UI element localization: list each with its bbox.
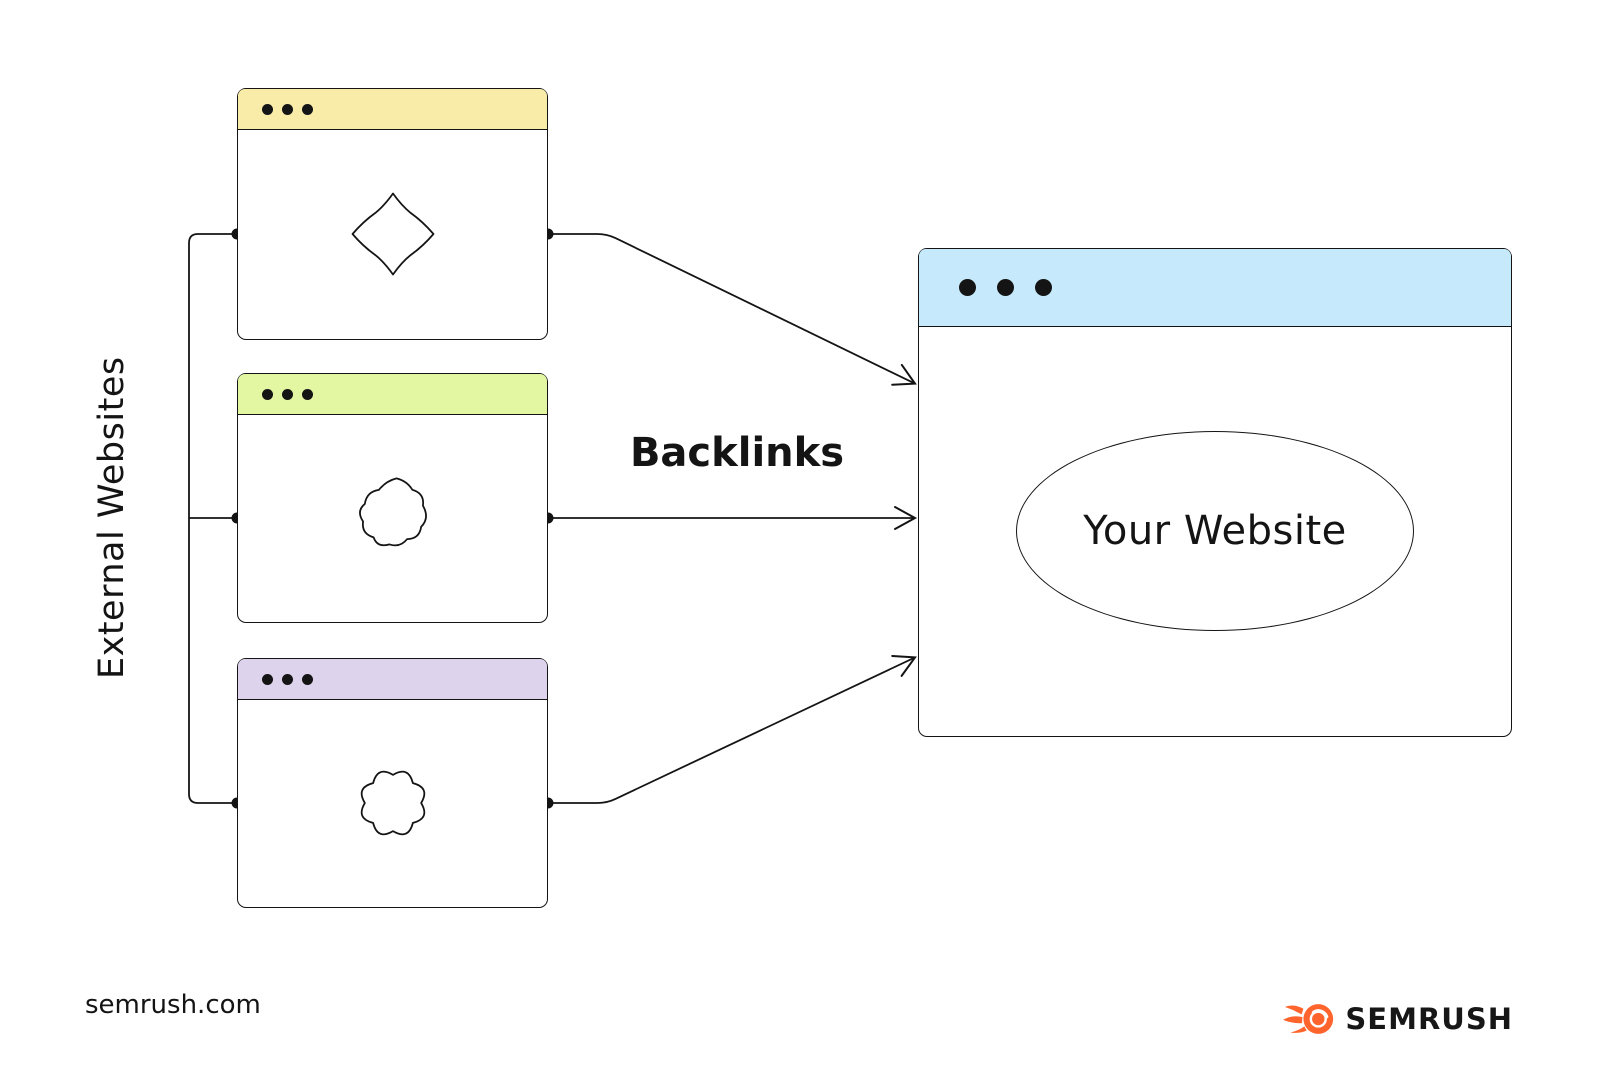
window-dot-icon: [1035, 279, 1052, 296]
backlink-arrow-top: [548, 233, 917, 386]
backlink-arrow-bottom: [548, 654, 917, 804]
diamond-blob-icon: [351, 192, 434, 276]
backlinks-label: Backlinks: [629, 430, 845, 476]
external-site-window-3: [237, 658, 548, 908]
external-site-window-2: [237, 373, 548, 623]
external-websites-label: External Websites: [92, 356, 132, 680]
window-titlebar: [238, 89, 547, 130]
your-website-ellipse: Your Website: [1016, 431, 1414, 631]
window-content: [238, 699, 547, 907]
window-dot-icon: [302, 673, 313, 685]
window-titlebar: [238, 659, 547, 700]
external-group-bracket: [188, 233, 237, 804]
window-dot-icon: [262, 673, 273, 685]
splat-blob-icon: [358, 477, 427, 547]
window-dot-icon: [282, 388, 293, 400]
window-dot-icon: [262, 388, 273, 400]
window-titlebar: [238, 374, 547, 415]
source-url-text: semrush.com: [85, 990, 261, 1020]
window-dot-icon: [997, 279, 1014, 296]
window-content: [238, 414, 547, 622]
window-content: Your Website: [919, 326, 1511, 736]
your-website-window: Your Website: [918, 248, 1512, 737]
window-dot-icon: [282, 103, 293, 115]
external-site-window-1: [237, 88, 548, 340]
window-titlebar: [919, 249, 1511, 327]
flower-blob-icon: [360, 770, 425, 836]
window-dot-icon: [262, 103, 273, 115]
semrush-wordmark: SEMRUSH: [1345, 1002, 1513, 1036]
window-dot-icon: [282, 673, 293, 685]
semrush-logo: SEMRUSH: [1283, 1000, 1513, 1038]
window-dot-icon: [302, 388, 313, 400]
window-dot-icon: [959, 279, 976, 296]
window-dot-icon: [302, 103, 313, 115]
window-content: [238, 129, 547, 339]
your-website-label: Your Website: [1083, 508, 1347, 554]
semrush-flame-icon: [1283, 1004, 1334, 1034]
